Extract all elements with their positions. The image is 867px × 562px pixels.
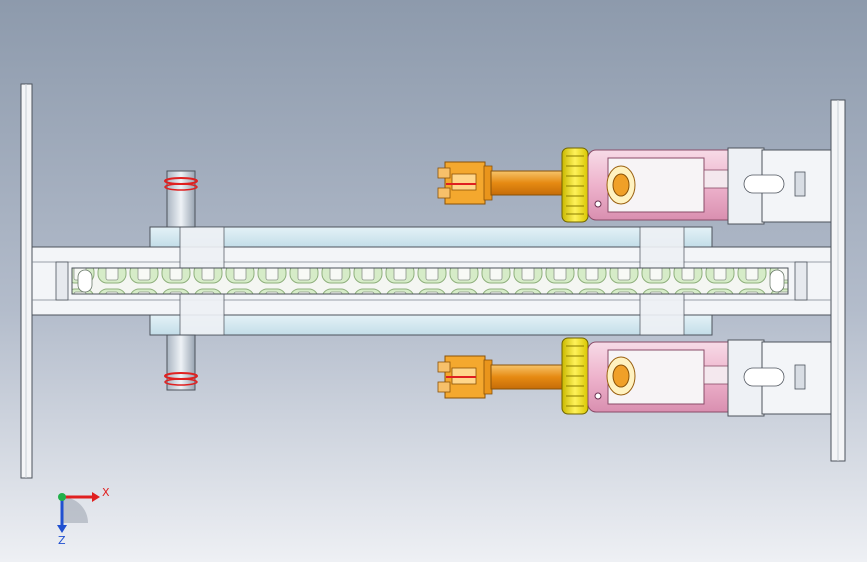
coordinate-triad: X Z — [57, 486, 110, 547]
pin-bottom[interactable] — [164, 334, 198, 391]
pin-top[interactable] — [164, 170, 198, 228]
upper-cylinder-assembly[interactable] — [437, 147, 832, 225]
right-end-plate[interactable] — [830, 99, 846, 462]
lower-piston-rod — [490, 364, 564, 390]
left-end-plate[interactable] — [20, 83, 33, 479]
lower-gear-nut[interactable] — [561, 337, 589, 415]
upper-piston-rod — [490, 170, 564, 196]
upper-gear-nut[interactable] — [561, 147, 589, 223]
lower-rod-end[interactable] — [437, 355, 493, 399]
upper-guide-panel[interactable] — [149, 226, 713, 248]
upper-cylinder-barrel[interactable] — [587, 149, 743, 221]
upper-cylinder-mount[interactable] — [727, 147, 832, 225]
lower-guide-panel[interactable] — [149, 314, 713, 336]
y-axis-dot — [58, 493, 66, 501]
z-axis-label: Z — [58, 534, 66, 547]
lower-cylinder-barrel[interactable] — [587, 341, 743, 413]
triad-shadow — [62, 497, 88, 523]
upper-rod-end[interactable] — [437, 161, 493, 205]
lower-cylinder-mount[interactable] — [727, 339, 832, 417]
x-axis-label: X — [102, 486, 110, 499]
lower-cylinder-assembly[interactable] — [437, 337, 832, 417]
roller-chain[interactable] — [71, 267, 789, 295]
